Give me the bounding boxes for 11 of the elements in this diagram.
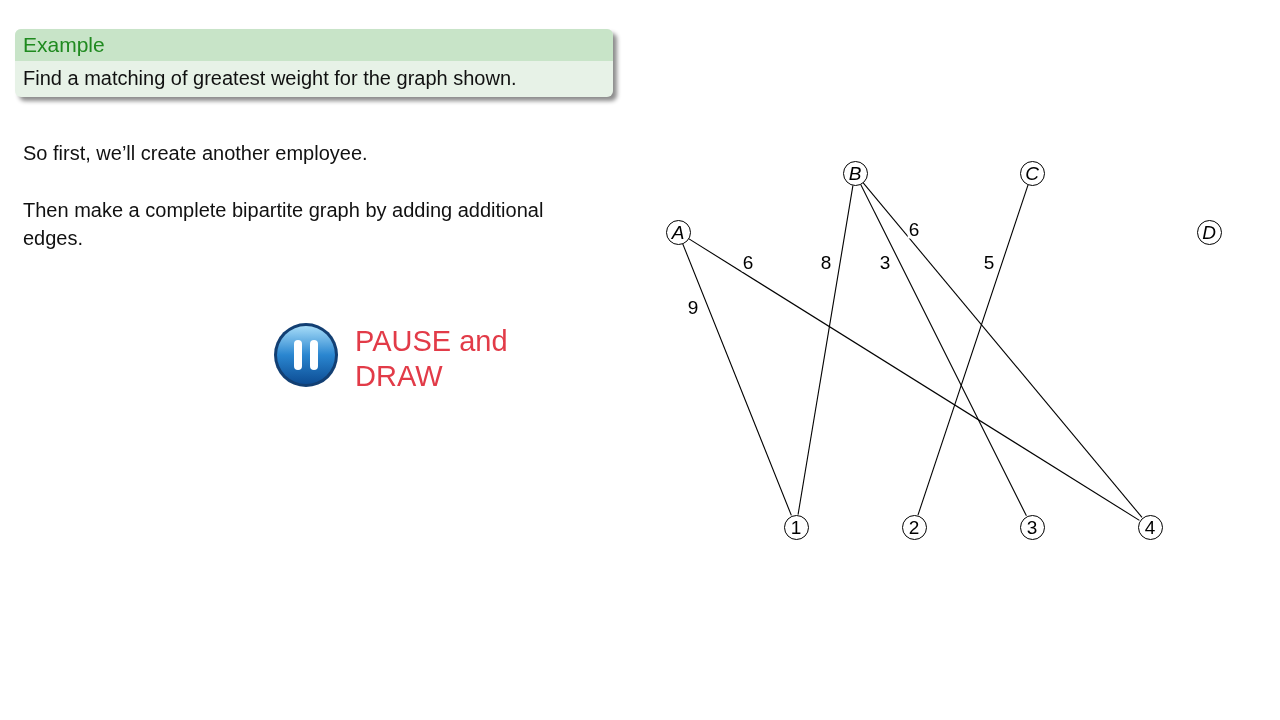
block-title: Example: [15, 29, 613, 61]
edge-line: [797, 184, 854, 516]
example-block: [15, 29, 613, 97]
pause-caption: PAUSE and DRAW: [355, 324, 509, 394]
block-body: Find a matching of greatest weight for the graph shown.: [22, 66, 518, 91]
edge-line: [862, 182, 1143, 518]
edge-line: [688, 238, 1140, 521]
edge-line: [917, 184, 1029, 516]
text-paragraph: Then make a complete bipartite graph by adding additional edges.: [23, 198, 545, 251]
edge-line: [682, 243, 792, 516]
text-paragraph: So first, we’ll create another employee.: [23, 141, 368, 166]
